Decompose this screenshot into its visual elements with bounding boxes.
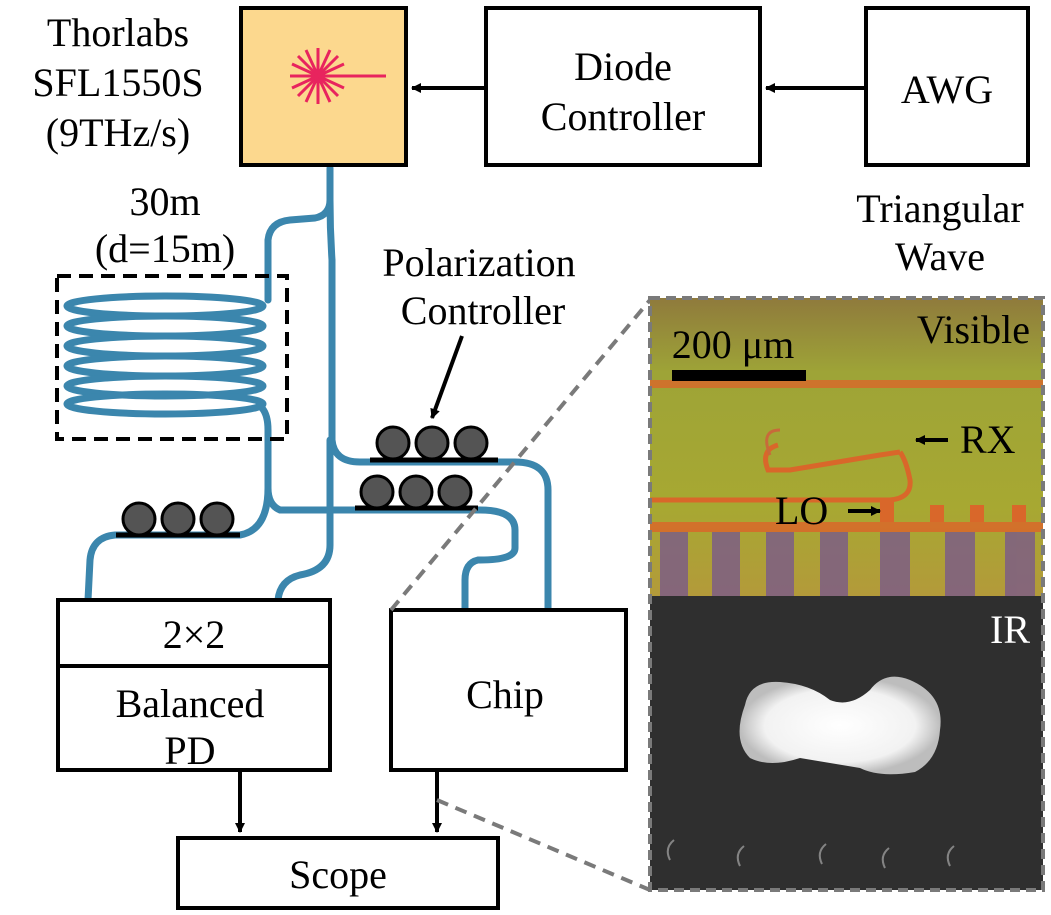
spool-label-line1: 30m — [129, 179, 200, 224]
polarization-label-line1: Polarization — [382, 240, 575, 285]
micrograph-ir — [650, 596, 1043, 890]
chip-box — [389, 608, 628, 772]
ir-label: IR — [990, 607, 1030, 652]
polarization-controller-middle — [355, 474, 478, 511]
fiber-laser-out — [264, 164, 334, 304]
laser-starburst-icon — [290, 48, 386, 104]
laser-label-line3: (9THz/s) — [46, 110, 190, 155]
polarization-controller-top — [370, 425, 498, 463]
balanced-pd-top-label: 2×2 — [163, 612, 226, 657]
spool-label-line2: (d=15m) — [95, 226, 235, 271]
scale-bar-label: 200 μm — [672, 322, 795, 367]
polarization-pointer-arrow — [430, 335, 464, 419]
fiber-paths — [63, 164, 552, 614]
scope-label: Scope — [289, 852, 387, 897]
micrograph-border — [648, 296, 1045, 892]
zoom-line-top — [389, 298, 652, 612]
diode-controller-box — [484, 6, 762, 167]
fiber-spool-box — [55, 274, 289, 441]
micrograph-visible — [650, 298, 1043, 596]
awg-caption-line1: Triangular — [856, 186, 1023, 231]
scope-box — [176, 836, 500, 910]
balanced-pd-label-line1: Balanced — [116, 681, 265, 726]
laser-label-line2: SFL1550S — [32, 60, 203, 105]
rx-label: RX — [960, 417, 1016, 462]
fiber-spool-coils — [63, 292, 267, 418]
visible-label: Visible — [917, 307, 1030, 352]
chip-label: Chip — [466, 672, 544, 717]
scale-bar — [672, 370, 806, 381]
balanced-pd-box — [56, 598, 332, 772]
awg-label: AWG — [901, 67, 993, 112]
diode-controller-label-line1: Diode — [574, 44, 672, 89]
polarization-label-line2: Controller — [401, 288, 565, 333]
diode-controller-label-line2: Controller — [541, 94, 705, 139]
laser-label-line1: Thorlabs — [47, 10, 189, 55]
ir-hotspot — [739, 676, 941, 775]
polarization-controller-left — [116, 501, 240, 538]
awg-box — [864, 6, 1030, 167]
lo-label: LO — [775, 488, 828, 533]
balanced-pd-label-line2: PD — [164, 728, 215, 773]
awg-caption-line2: Wave — [895, 234, 985, 279]
laser-source — [239, 6, 408, 167]
